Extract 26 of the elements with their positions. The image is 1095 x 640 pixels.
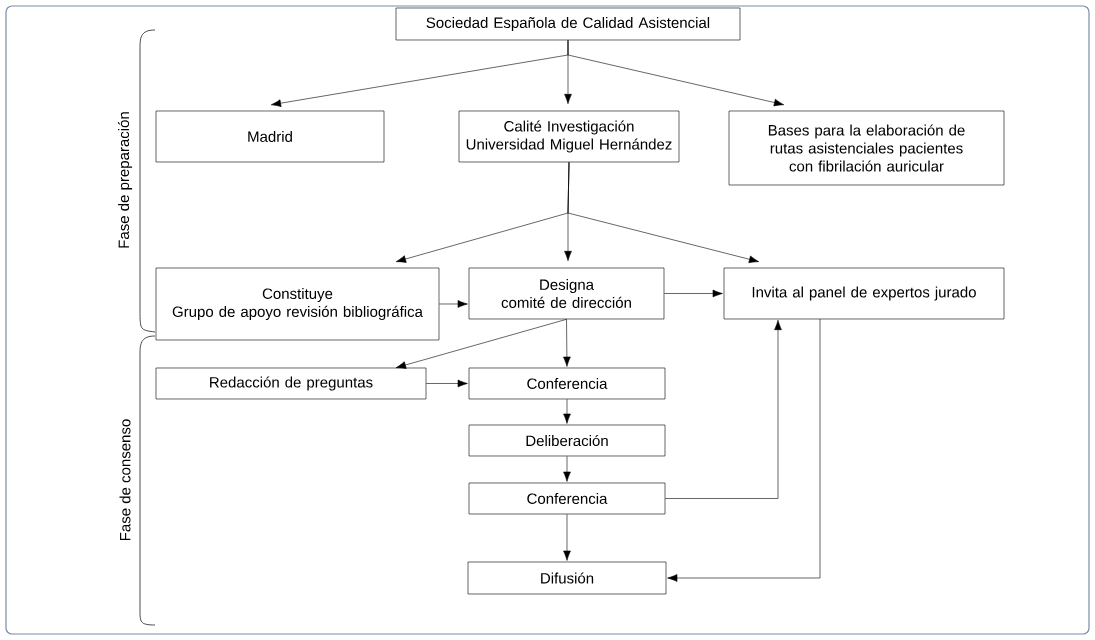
process-box: Invita al panel de expertos jurado xyxy=(723,267,1005,320)
phase-label: Fase de consenso xyxy=(119,419,131,541)
arrow xyxy=(395,319,567,369)
arrow xyxy=(567,162,760,264)
process-box: Deliberación xyxy=(468,424,666,457)
process-box: Conferencia xyxy=(468,482,666,515)
process-box: Bases para la elaboración de rutas asistenciales pacientes con fibrilación auricular xyxy=(728,110,1005,186)
process-box: Constituye Grupo de apoyo revisión bibliográfica xyxy=(155,267,440,341)
arrow xyxy=(426,379,468,388)
arrow xyxy=(665,319,782,499)
process-box: Difusión xyxy=(467,561,667,595)
process-box: Conferencia xyxy=(468,367,666,400)
arrow xyxy=(563,456,571,482)
arrow xyxy=(667,318,821,582)
process-box: Designa comité de dirección xyxy=(468,267,665,320)
arrow xyxy=(664,289,723,298)
process-box: Redacción de preguntas xyxy=(155,367,427,400)
process-box: Calité Investigación Universidad Miguel Hernández xyxy=(458,110,680,163)
process-box: Sociedad Española de Calidad Asistencial xyxy=(395,7,741,41)
arrow xyxy=(563,319,571,367)
arrow xyxy=(567,40,785,107)
phase-label: Fase de preparación xyxy=(117,112,133,248)
arrow xyxy=(563,514,571,561)
process-box: Madrid xyxy=(155,110,385,163)
arrow xyxy=(563,399,571,424)
arrow xyxy=(439,300,468,308)
